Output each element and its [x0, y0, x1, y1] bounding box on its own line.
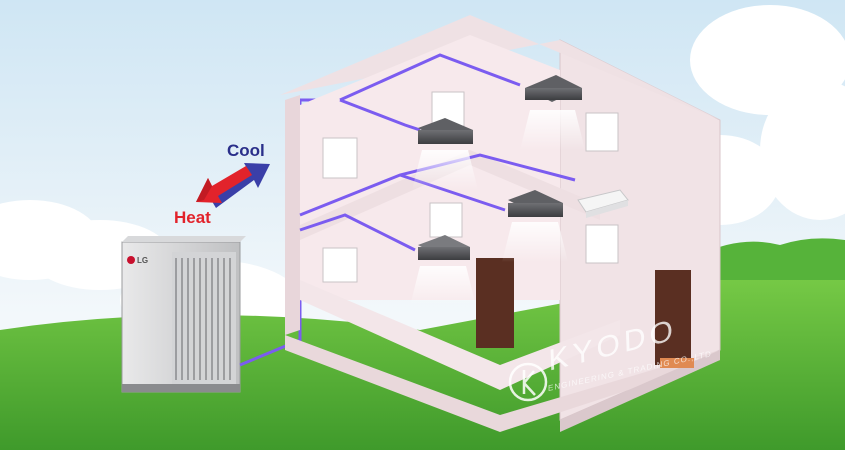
outdoor-unit-brand: LG: [137, 256, 149, 265]
entrance-door: [655, 270, 691, 365]
heat-label: Heat: [174, 208, 211, 227]
cassette-unit-3: [502, 190, 568, 262]
wall-mounted-unit: [577, 189, 629, 218]
heat-arrow-icon: [196, 166, 252, 203]
cool-arrow-icon: [210, 163, 270, 208]
cassette-unit-2: [412, 118, 478, 190]
interior-door: [476, 258, 514, 348]
cool-label: Cool: [227, 141, 265, 160]
kyodo-logo-icon: [508, 362, 548, 402]
outdoor-unit: [121, 236, 246, 393]
indoor-units: [410, 75, 629, 306]
cassette-unit-1: [520, 75, 585, 150]
doormat: [660, 358, 694, 368]
cassette-unit-4: [410, 235, 476, 306]
windows: [322, 91, 619, 283]
